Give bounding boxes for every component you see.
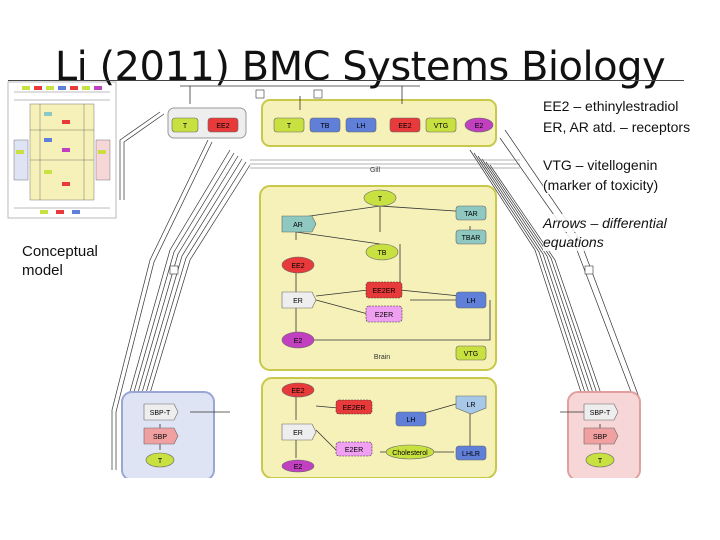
svg-text:TAR: TAR: [464, 211, 477, 218]
node-low-ee2: EE2: [281, 382, 315, 398]
svg-text:EE2: EE2: [291, 263, 304, 270]
node-brain-ee2er: EE2ER: [365, 281, 403, 299]
node-brain-tar: TAR: [455, 205, 487, 221]
node-right-sbpt: SBP-T: [583, 403, 619, 421]
node-top-t: T: [273, 117, 305, 133]
node-low-e2: E2: [281, 459, 315, 473]
svg-text:E2ER: E2ER: [375, 312, 393, 319]
svg-text:TBAR: TBAR: [462, 235, 481, 242]
arrows-definition: Arrows – differential: [543, 214, 667, 232]
svg-text:LHLR: LHLR: [462, 451, 480, 458]
svg-text:EE2: EE2: [216, 123, 229, 130]
node-left-t: T: [145, 452, 175, 468]
svg-text:T: T: [598, 458, 603, 465]
svg-text:E2: E2: [294, 338, 303, 345]
node-brain-tbar: TBAR: [455, 229, 487, 245]
svg-text:ER: ER: [293, 430, 303, 437]
node-right-t: T: [585, 452, 615, 468]
svg-text:E2ER: E2ER: [345, 447, 363, 454]
node-brain-lh: LH: [455, 291, 487, 309]
node-low-e2er: E2ER: [335, 441, 373, 457]
model-thumbnail: [7, 81, 117, 219]
svg-text:EE2: EE2: [291, 388, 304, 395]
node-low-lh: LH: [395, 411, 427, 427]
node-left-sbpt: SBP-T: [143, 403, 179, 421]
receptors-definition: ER, AR atd. – receptors: [543, 118, 691, 136]
svg-text:T: T: [183, 123, 188, 130]
node-brain-ee2: EE2: [281, 256, 315, 274]
brain-label: Brain: [374, 354, 390, 361]
svg-text:EE2: EE2: [398, 123, 411, 130]
brain-compartment: Brain: [259, 185, 497, 371]
node-brain-vtg: VTG: [455, 345, 487, 361]
gill-label: Gill: [370, 167, 381, 174]
title-divider: [8, 80, 684, 81]
svg-text:LH: LH: [357, 123, 366, 130]
svg-text:E2: E2: [475, 123, 484, 130]
node-top-lh: LH: [345, 117, 377, 133]
node-top-e2: E2: [464, 117, 494, 133]
node-left-sbp: SBP: [143, 427, 179, 445]
node-low-ee2er: EE2ER: [335, 399, 373, 415]
node-right-sbp: SBP: [583, 427, 619, 445]
node-brain-er: ER: [281, 291, 317, 309]
arrows-definition-cont: equations: [543, 233, 604, 251]
svg-text:EE2ER: EE2ER: [373, 288, 396, 295]
slide-title: Li (2011) BMC Systems Biology: [54, 44, 666, 90]
svg-text:TB: TB: [378, 250, 387, 257]
svg-text:Cholesterol: Cholesterol: [392, 450, 428, 457]
vtg-definition: VTG – vitellogenin: [543, 156, 658, 174]
svg-text:SBP-T: SBP-T: [590, 410, 611, 417]
svg-text:SBP-T: SBP-T: [150, 410, 171, 417]
node-brain-tb: TB: [365, 243, 399, 261]
svg-text:SBP: SBP: [153, 434, 167, 441]
node-low-lr: LR: [455, 395, 487, 415]
svg-text:LH: LH: [407, 417, 416, 424]
svg-text:VTG: VTG: [434, 123, 448, 130]
thumbnail-nodes: [16, 86, 106, 214]
node-top-tb: TB: [309, 117, 341, 133]
ee2-definition: EE2 – ethinylestradiol: [543, 97, 679, 115]
node-gill-ee2: EE2: [207, 117, 239, 133]
svg-text:T: T: [378, 196, 383, 203]
node-gill-t: T: [171, 117, 199, 133]
svg-text:AR: AR: [293, 222, 303, 229]
node-low-lhlr: LHLR: [455, 445, 487, 461]
node-brain-t: T: [363, 189, 397, 207]
node-brain-ar: AR: [281, 215, 317, 233]
node-low-cholesterol: Cholesterol: [385, 444, 435, 460]
svg-text:T: T: [287, 123, 292, 130]
node-top-vtg: VTG: [425, 117, 457, 133]
node-brain-e2er: E2ER: [365, 305, 403, 323]
svg-text:E2: E2: [294, 464, 303, 471]
conceptual-model-label: Conceptual model: [22, 243, 98, 279]
svg-text:LR: LR: [467, 402, 476, 409]
svg-text:T: T: [158, 458, 163, 465]
svg-text:TB: TB: [321, 123, 330, 130]
node-low-er: ER: [281, 423, 317, 441]
node-top-ee2: EE2: [389, 117, 421, 133]
node-brain-e2: E2: [281, 331, 315, 349]
svg-text:VTG: VTG: [464, 351, 478, 358]
svg-text:ER: ER: [293, 298, 303, 305]
svg-text:SBP: SBP: [593, 434, 607, 441]
vtg-definition-note: (marker of toxicity): [543, 176, 659, 194]
svg-text:LH: LH: [467, 298, 476, 305]
svg-text:EE2ER: EE2ER: [343, 405, 366, 412]
